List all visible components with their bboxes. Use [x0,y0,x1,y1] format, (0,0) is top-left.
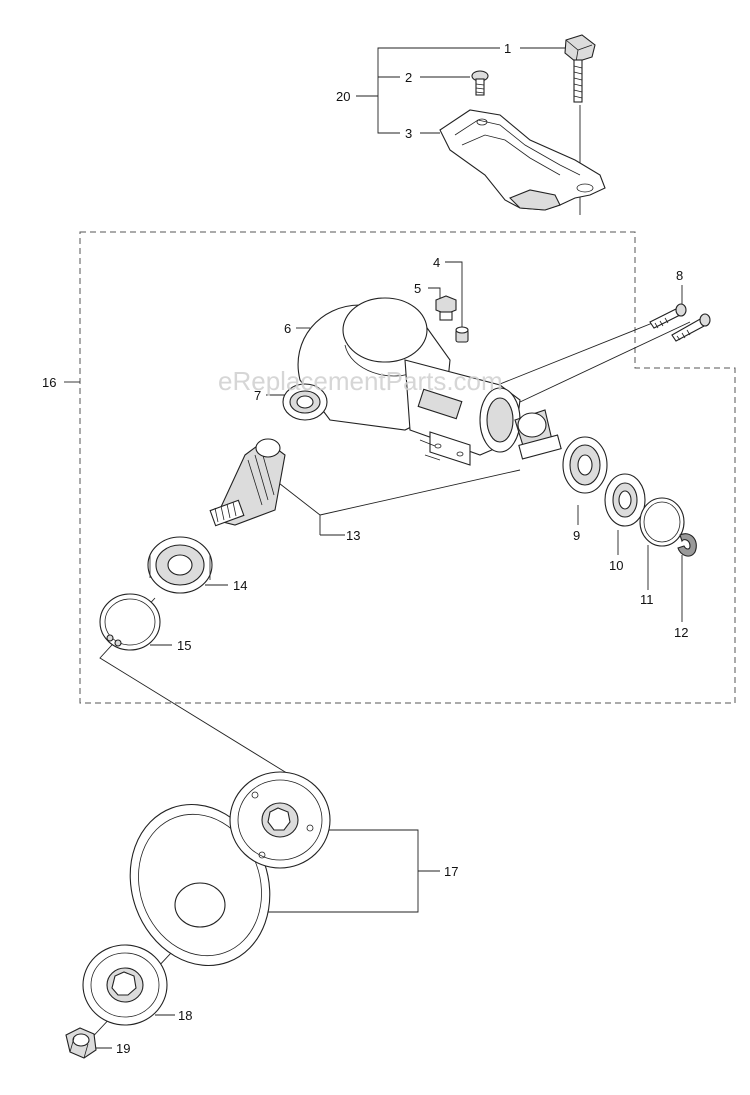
part-19-nut [65,1027,97,1059]
label-part-20: 20 [336,89,350,104]
label-part-4: 4 [433,255,440,270]
label-part-1: 1 [504,41,511,56]
part-13-bevel-gear [209,409,562,527]
assembly-16-boundary [79,231,736,704]
label-part-7: 7 [254,388,261,403]
part-1-knob-screw [564,34,596,103]
part-9-bearing [562,436,608,494]
part-15-circlip [99,593,161,651]
part-11-circlip [639,497,685,547]
part-17-flange-and-cup [129,771,331,967]
label-part-18: 18 [178,1008,192,1023]
label-part-19: 19 [116,1041,130,1056]
part-10-seal [604,473,646,527]
label-part-11: 11 [640,592,654,607]
part-3-clamp-bracket [439,109,606,211]
part-4-set-screw [455,326,469,343]
label-part-3: 3 [405,126,412,141]
label-part-9: 9 [573,528,580,543]
label-part-2: 2 [405,70,412,85]
label-part-13: 13 [346,528,360,543]
label-part-17: 17 [444,864,458,879]
callout-labels: 1 2 20 3 4 8 5 6 16 7 13 9 10 14 11 12 1… [42,41,688,1056]
label-part-15: 15 [177,638,191,653]
label-part-16: 16 [42,375,56,390]
label-part-12: 12 [674,625,688,640]
label-part-6: 6 [284,321,291,336]
label-part-8: 8 [676,268,683,283]
part-2-screw [471,70,489,96]
watermark-text: eReplacementParts.com [218,366,503,396]
part-14-bearing [147,536,213,594]
part-5-plug [435,295,457,321]
label-part-14: 14 [233,578,247,593]
part-18-support-cup [82,944,168,1026]
label-part-10: 10 [609,558,623,573]
part-7-bearing [282,383,328,421]
label-part-5: 5 [414,281,421,296]
part-8-bolts [649,303,711,342]
part-12-retaining-ring [677,533,697,557]
